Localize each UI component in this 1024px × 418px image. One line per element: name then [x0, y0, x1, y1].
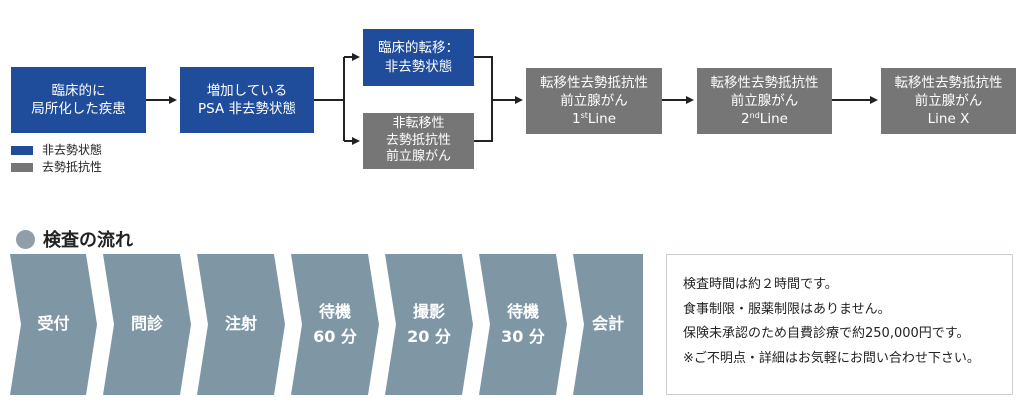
bullet-dot-icon: [16, 229, 35, 249]
merge-bracket: [474, 56, 493, 142]
note-restrictions: 食事制限・服薬制限はありません。: [683, 301, 891, 317]
box-clinical-metastatic: 臨床的転移： 非去勢状態: [363, 29, 474, 86]
step-imaging-20: 撮影 20 分: [385, 254, 473, 395]
box-mcrpc-1st-sup: st: [580, 111, 588, 121]
step-interview: 問診: [103, 254, 191, 395]
step-wait-60: 待機 60 分: [291, 254, 379, 395]
box-nonmetastatic-crpc: 非転移性 去勢抵抗性 前立腺がん: [363, 113, 474, 169]
step-payment: 会計: [573, 254, 643, 395]
legend-swatch-castrate-resistant: [11, 163, 33, 172]
box-mcrpc-2nd-main: 転移性去勢抵抗性 前立腺がん 2: [710, 74, 819, 128]
section-title: 検査の流れ: [43, 230, 133, 251]
box-increasing-psa: 増加している PSA 非去勢状態: [180, 67, 314, 133]
info-box: 検査時間は約２時間です。 食事制限・服薬制限はありません。 保険未承認のため自費…: [666, 254, 1013, 395]
step-wait-30: 待機 30 分: [479, 254, 567, 395]
box-mcrpc-2nd-sup: nd: [749, 111, 760, 121]
note-duration: 検査時間は約２時間です。: [683, 277, 838, 292]
flow-connectors: [146, 53, 878, 145]
legend-label-castrate-resistant: 去勢抵抗性: [42, 160, 103, 174]
step-injection: 注射: [197, 254, 285, 395]
legend-label-non-castrate: 非去勢状態: [42, 143, 103, 157]
box-localized-disease: 臨床的に 局所化した疾患: [11, 67, 146, 133]
box-mcrpc-line-x: 転移性去勢抵抗性 前立腺がん Line X: [881, 68, 1016, 134]
legend-swatch-non-castrate: [11, 146, 33, 155]
box-mcrpc-2nd-tail: Line: [759, 111, 788, 128]
note-contact: ※ご不明点・詳細はお気軽にお問い合わせ下さい。: [683, 350, 980, 366]
step-reception: 受付: [10, 254, 97, 395]
note-cost: 保険未承認のため自費診療で約250,000円です。: [683, 326, 970, 341]
section-heading: 検査の流れ: [16, 226, 133, 252]
box-mcrpc-2nd-line: 転移性去勢抵抗性 前立腺がん 2ndLine: [697, 68, 832, 134]
box-mcrpc-1st-main: 転移性去勢抵抗性 前立腺がん 1: [540, 74, 648, 128]
box-mcrpc-1st-line: 転移性去勢抵抗性 前立腺がん 1stLine: [526, 68, 662, 134]
box-mcrpc-1st-tail: Line: [587, 111, 617, 128]
